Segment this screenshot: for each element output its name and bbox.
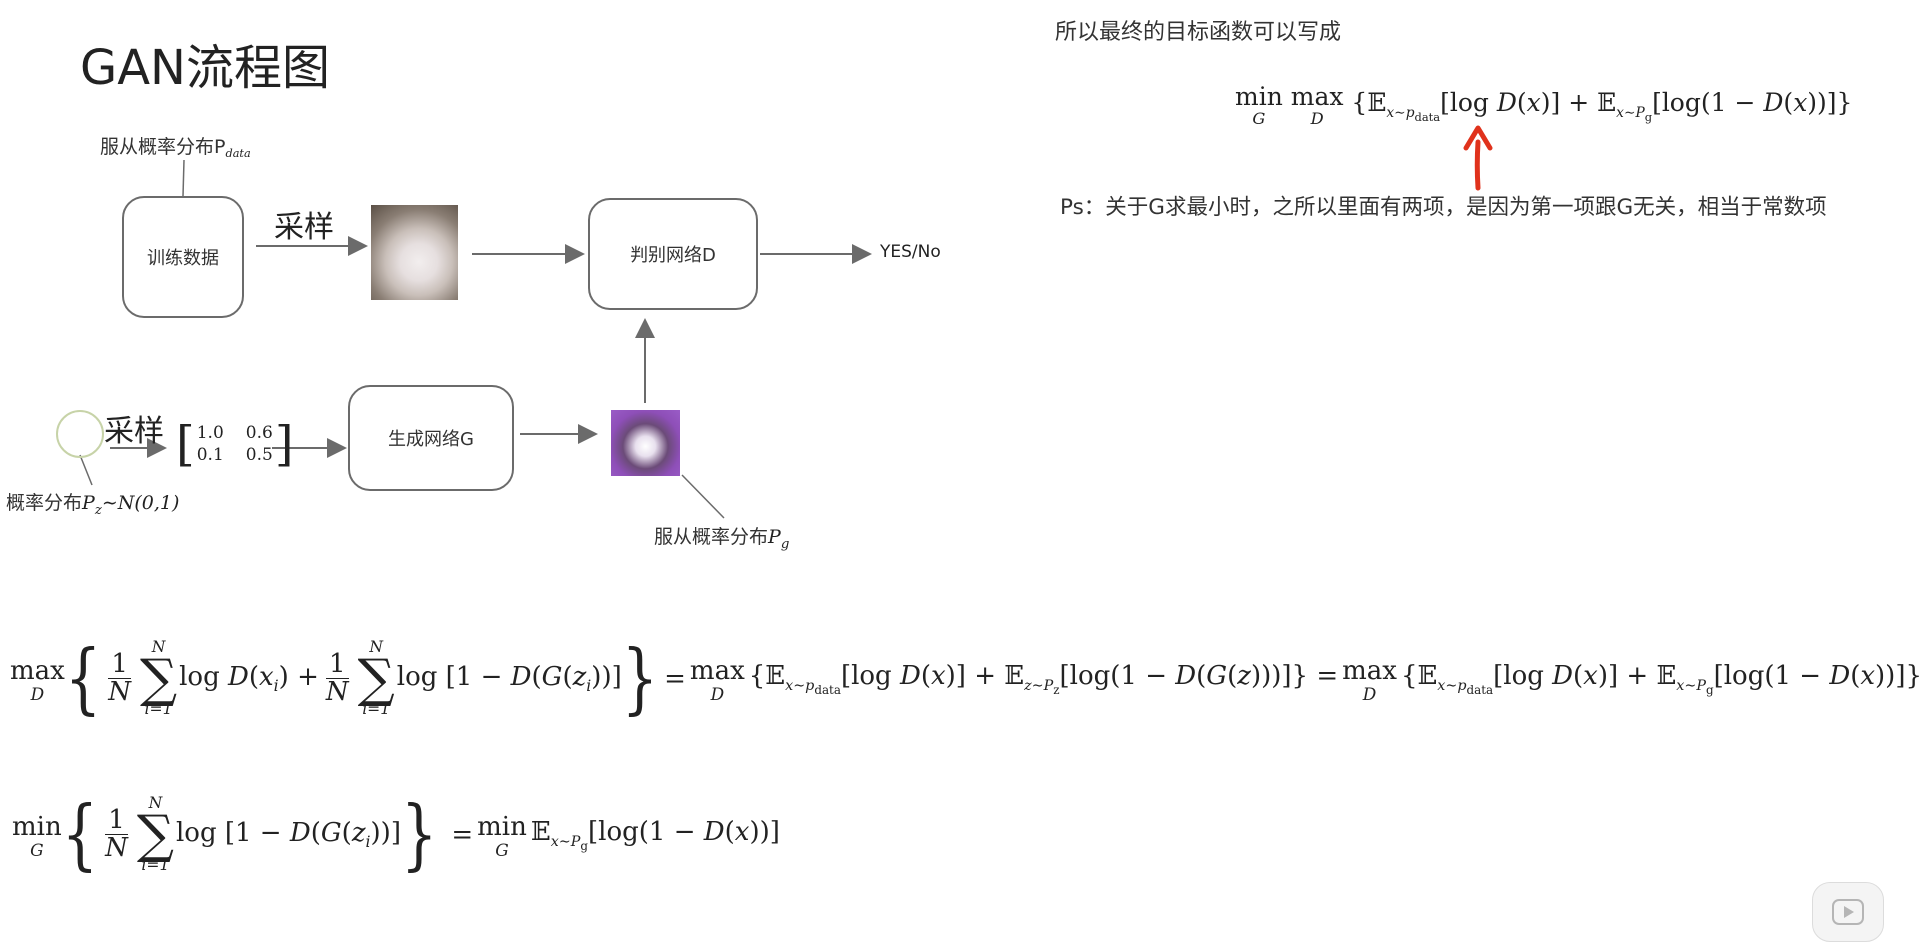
training-data-box: 训练数据 [122, 196, 244, 318]
play-icon [1832, 899, 1864, 925]
discriminator-box: 判别网络D [588, 198, 758, 310]
pdata-label-sub: data [225, 146, 251, 160]
sample-label-1: 采样 [274, 210, 334, 245]
cat-photo [371, 205, 458, 300]
matrix-cell: 0.5 [245, 445, 273, 465]
pz-label: 概率分布Pz∼N(0,1) [6, 492, 180, 518]
objective-note: 所以最终的目标函数可以写成 [1055, 20, 1342, 45]
noise-circle [56, 410, 104, 458]
output-label: YES/No [880, 242, 941, 262]
generated-cat-photo [611, 410, 680, 476]
noise-matrix: [ 1.0 0.6 0.1 0.5 ] [176, 416, 294, 472]
matrix-cell: 0.6 [245, 423, 273, 443]
pg-label: 服从概率分布Pg [654, 526, 790, 552]
sample-label-2: 采样 [104, 414, 164, 449]
pdata-label: 服从概率分布Pdata [100, 132, 251, 160]
pz-label-prefix: 概率分布 [6, 492, 83, 514]
ps-note: Ps：关于G求最小时，之所以里面有两项，是因为第一项跟G无关，相当于常数项 [1060, 195, 1827, 220]
generator-box: 生成网络G [348, 385, 514, 491]
pg-label-prefix: 服从概率分布 [654, 526, 769, 548]
pz-label-math: N(0,1) [117, 492, 180, 514]
play-button[interactable] [1812, 882, 1884, 942]
matrix-cell: 0.1 [196, 445, 224, 465]
matrix-cell: 1.0 [196, 423, 224, 443]
pdata-label-prefix: 服从概率分布P [100, 136, 226, 158]
page-title: GAN流程图 [80, 40, 330, 96]
red-arrow-icon [1463, 125, 1493, 191]
